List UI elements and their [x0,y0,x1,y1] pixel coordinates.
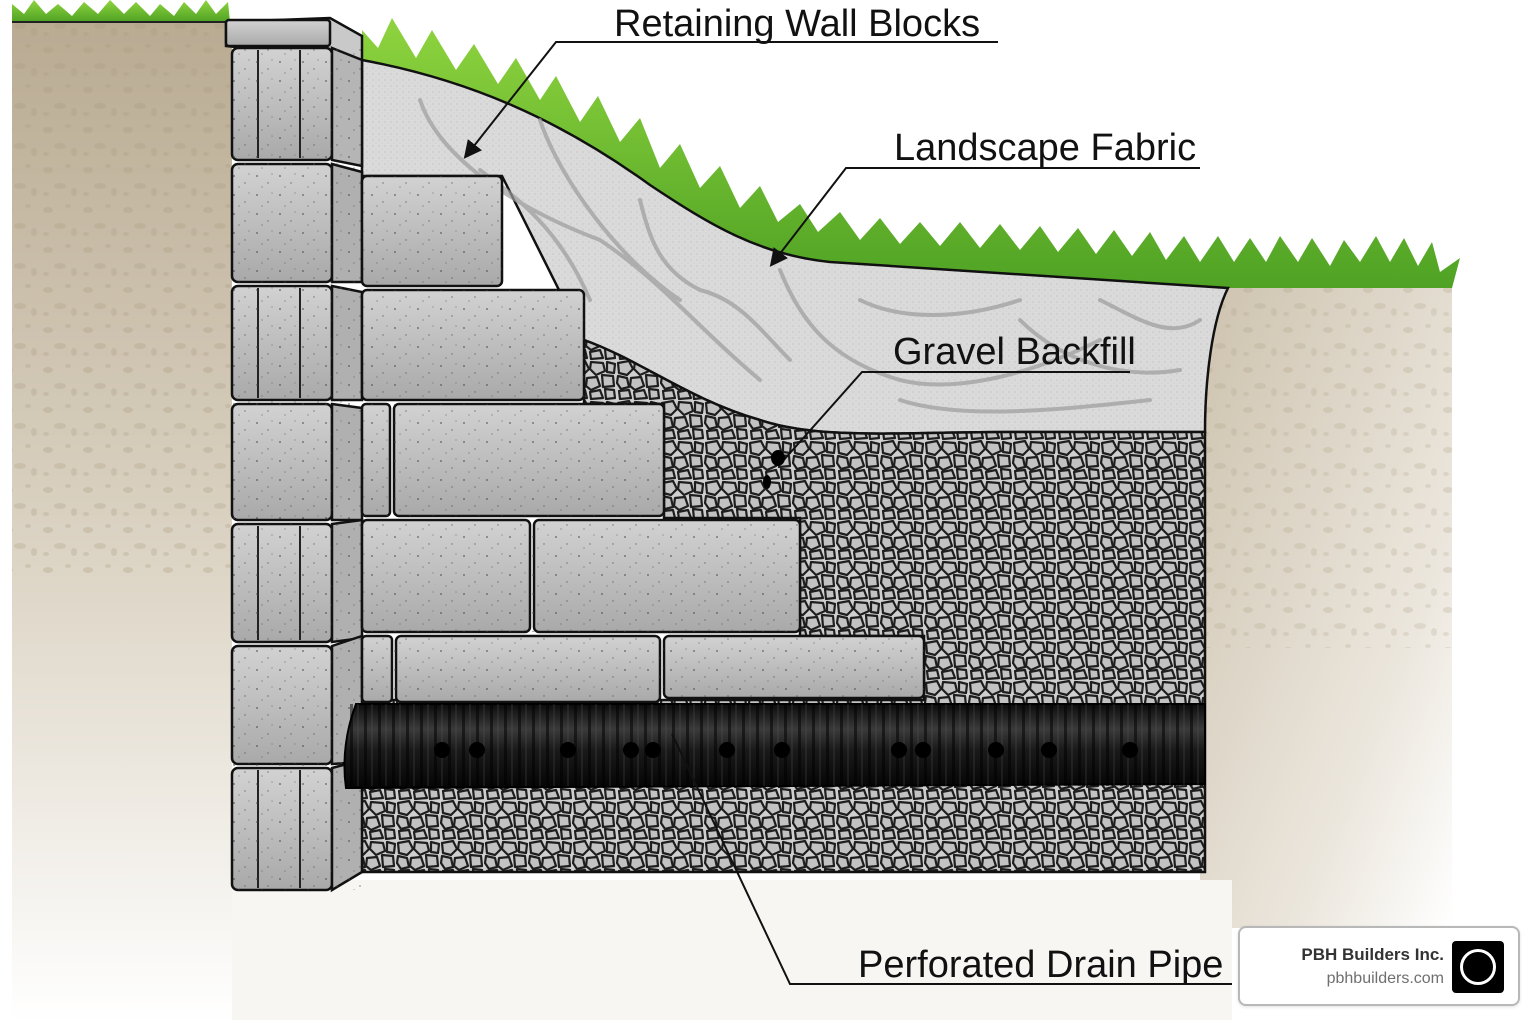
label-gravel-backfill: Gravel Backfill [893,331,1136,373]
pipe-perforation-hole [719,742,735,758]
label-perforated-drain-pipe: Perforated Drain Pipe [858,944,1223,986]
pipe-perforation-hole [1041,742,1057,758]
pipe-perforation-hole [1122,742,1138,758]
wall-cap-front [224,18,332,48]
grass-left [12,0,230,22]
pipe-perforation-hole [891,742,907,758]
pipe-perforation-hole [988,742,1004,758]
pipe-perforation-hole [469,742,485,758]
leader-perforated-drain-pipe [671,733,1232,985]
company-name: PBH Builders Inc. [1301,945,1444,964]
fabric-folds [418,98,1202,414]
pipe-perforation-hole [915,742,931,758]
pipe-perforations [434,742,1138,758]
native-soil-left [12,22,232,1022]
pipe-perforation-hole [645,742,661,758]
circle-logo-icon [1452,941,1504,993]
leader-lines [463,41,1232,985]
leader-retaining-wall-blocks [463,41,998,159]
pipe-perforation-hole [434,742,450,758]
leader-landscape-fabric [769,167,1200,267]
grass-slope [362,18,1460,288]
block-speckle [232,48,924,890]
native-soil-right [1200,288,1452,928]
pipe-perforation-hole [774,742,790,758]
company-website[interactable]: pbhbuilders.com [1326,970,1444,987]
label-retaining-wall-blocks: Retaining Wall Blocks [614,3,980,45]
company-badge[interactable]: PBH Builders Inc. pbhbuilders.com [1238,926,1520,1006]
leader-gravel-backfill [781,371,1130,463]
label-landscape-fabric: Landscape Fabric [894,127,1196,169]
perforated-drain-pipe [343,703,1206,790]
gravel-pointer-marks [763,450,785,489]
pipe-perforation-hole [623,742,639,758]
pipe-perforation-hole [560,742,576,758]
soil-bottom-fade [232,880,1232,1020]
